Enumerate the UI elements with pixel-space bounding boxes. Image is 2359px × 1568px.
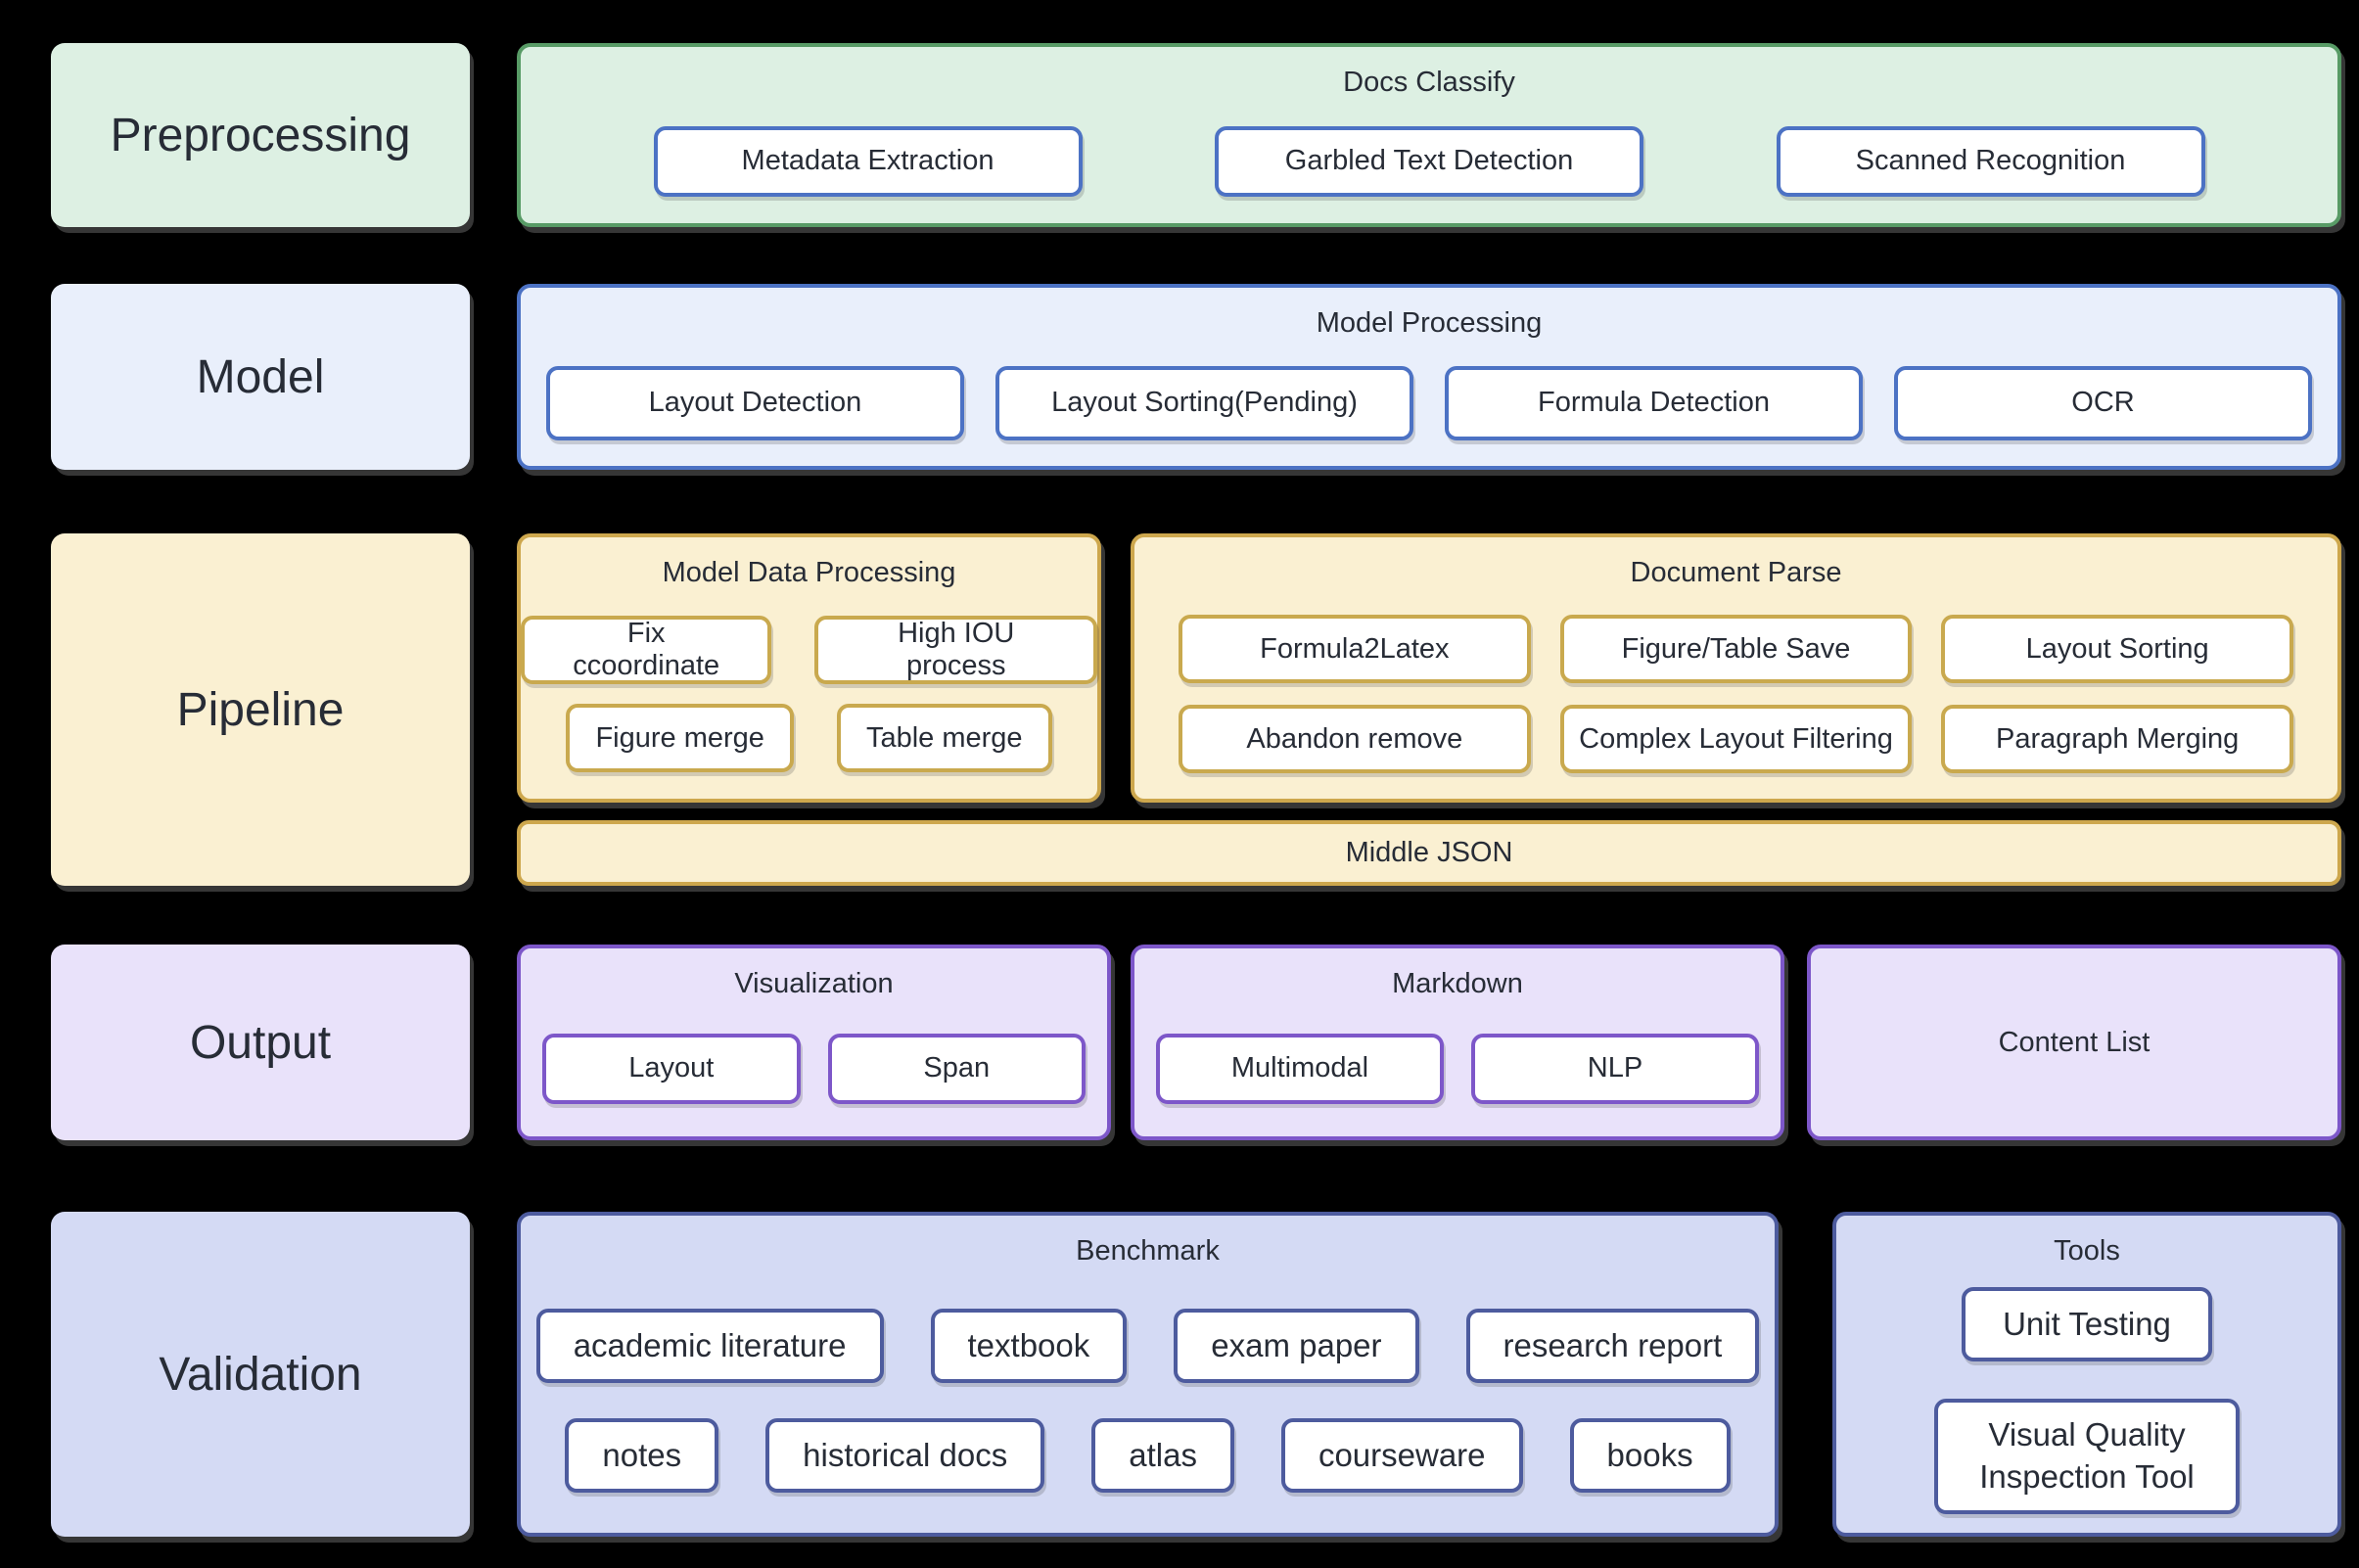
node-figure-merge: Figure merge <box>566 704 794 772</box>
group-benchmark-body: academic literature textbook exam paper … <box>521 1268 1775 1533</box>
group-content-list-title: Content List <box>1998 1026 2151 1058</box>
group-model-data-processing: Model Data Processing Fix ccoordinate Hi… <box>517 533 1101 803</box>
row-model: Model Model Processing Layout Detection … <box>51 284 2341 470</box>
node-formula2latex: Formula2Latex <box>1179 615 1531 683</box>
group-model-processing-body: Layout Detection Layout Sorting(Pending)… <box>521 340 2337 466</box>
group-model-data-processing-title: Model Data Processing <box>662 557 956 588</box>
mdp-row-1: Fix ccoordinate High IOU process <box>521 616 1097 684</box>
row-output: Output Visualization Layout Span Markdow… <box>51 945 2341 1140</box>
node-ocr: OCR <box>1894 365 2312 440</box>
group-markdown-body: Multimodal NLP <box>1134 1000 1781 1136</box>
node-layout-sorting-pending: Layout Sorting(Pending) <box>995 365 1413 440</box>
node-books: books <box>1569 1417 1731 1493</box>
mdp-row-2: Figure merge Table merge <box>566 704 1052 772</box>
node-garbled-text-detection: Garbled Text Detection <box>1215 125 1643 197</box>
node-textbook: textbook <box>930 1308 1128 1383</box>
node-atlas: atlas <box>1091 1417 1234 1493</box>
row-label-output: Output <box>51 945 470 1140</box>
node-academic-literature: academic literature <box>535 1308 884 1383</box>
group-model-processing: Model Processing Layout Detection Layout… <box>517 284 2341 470</box>
row-validation: Validation Benchmark academic literature… <box>51 1212 2341 1537</box>
benchmark-row-1: academic literature textbook exam paper … <box>535 1308 1760 1383</box>
node-research-report: research report <box>1465 1308 1760 1383</box>
benchmark-row-2: notes historical docs atlas courseware b… <box>565 1417 1731 1493</box>
node-paragraph-merging: Paragraph Merging <box>1941 705 2294 773</box>
row-label-validation: Validation <box>51 1212 470 1537</box>
node-span: Span <box>827 1033 1086 1104</box>
node-visual-quality-inspection-tool: Visual Quality Inspection Tool <box>1934 1398 2240 1514</box>
group-visualization-body: Layout Span <box>521 1000 1107 1136</box>
node-historical-docs: historical docs <box>765 1417 1045 1493</box>
node-formula-detection: Formula Detection <box>1445 365 1863 440</box>
node-metadata-extraction: Metadata Extraction <box>653 125 1083 197</box>
group-document-parse-title: Document Parse <box>1630 557 1842 588</box>
group-model-processing-title: Model Processing <box>1316 307 1543 339</box>
group-model-data-processing-body: Fix ccoordinate High IOU process Figure … <box>521 589 1097 799</box>
row-pipeline: Pipeline Model Data Processing Fix ccoor… <box>51 533 2341 886</box>
row-label-preprocessing: Preprocessing <box>51 43 470 227</box>
node-notes: notes <box>565 1417 719 1493</box>
node-high-iou-process: High IOU process <box>814 616 1097 684</box>
node-scanned-recognition: Scanned Recognition <box>1776 125 2205 197</box>
pipeline-groups: Model Data Processing Fix ccoordinate Hi… <box>517 533 2341 803</box>
docparse-row-2: Abandon remove Complex Layout Filtering … <box>1179 705 2294 773</box>
node-middle-json: Middle JSON <box>517 820 2341 886</box>
node-fix-ccoordinate: Fix ccoordinate <box>521 616 772 684</box>
group-markdown-title: Markdown <box>1392 968 1523 999</box>
node-unit-testing: Unit Testing <box>1962 1286 2212 1361</box>
group-markdown: Markdown Multimodal NLP <box>1131 945 1784 1140</box>
row-label-pipeline: Pipeline <box>51 533 470 886</box>
group-visualization-title: Visualization <box>734 968 894 999</box>
node-figure-table-save: Figure/Table Save <box>1559 615 1913 683</box>
node-multimodal: Multimodal <box>1156 1033 1444 1104</box>
row-preprocessing: Preprocessing Docs Classify Metadata Ext… <box>51 43 2341 227</box>
group-tools: Tools Unit Testing Visual Quality Inspec… <box>1832 1212 2341 1537</box>
group-document-parse-body: Formula2Latex Figure/Table Save Layout S… <box>1134 589 2337 799</box>
group-document-parse: Document Parse Formula2Latex Figure/Tabl… <box>1131 533 2341 803</box>
group-benchmark: Benchmark academic literature textbook e… <box>517 1212 1779 1537</box>
group-benchmark-title: Benchmark <box>1076 1235 1220 1267</box>
node-nlp: NLP <box>1471 1033 1759 1104</box>
node-abandon-remove: Abandon remove <box>1179 705 1531 773</box>
node-layout-detection: Layout Detection <box>546 365 964 440</box>
node-layout: Layout <box>542 1033 801 1104</box>
row-label-model: Model <box>51 284 470 470</box>
group-docs-classify-body: Metadata Extraction Garbled Text Detecti… <box>521 99 2337 223</box>
docparse-row-1: Formula2Latex Figure/Table Save Layout S… <box>1179 615 2294 683</box>
node-courseware: courseware <box>1280 1417 1523 1493</box>
node-exam-paper: exam paper <box>1174 1308 1419 1383</box>
group-visualization: Visualization Layout Span <box>517 945 1111 1140</box>
group-docs-classify: Docs Classify Metadata Extraction Garble… <box>517 43 2341 227</box>
node-complex-layout-filtering: Complex Layout Filtering <box>1559 705 1913 773</box>
group-tools-title: Tools <box>2054 1235 2120 1267</box>
node-layout-sorting: Layout Sorting <box>1941 615 2294 683</box>
group-docs-classify-title: Docs Classify <box>1343 67 1515 98</box>
group-tools-body: Unit Testing Visual Quality Inspection T… <box>1836 1268 2337 1533</box>
group-content-list: Content List <box>1807 945 2341 1140</box>
pipeline-content: Model Data Processing Fix ccoordinate Hi… <box>517 533 2341 886</box>
node-table-merge: Table merge <box>836 704 1052 772</box>
